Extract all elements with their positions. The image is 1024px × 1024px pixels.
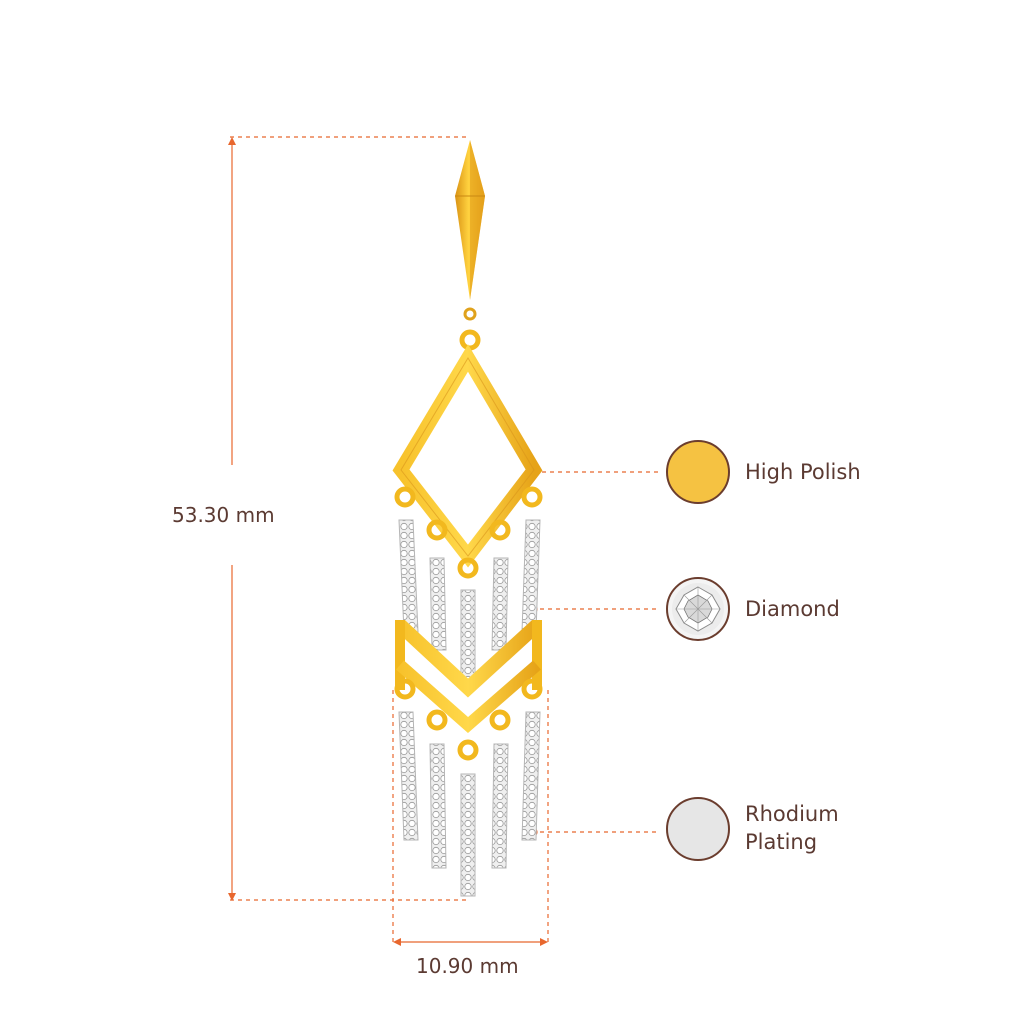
- upper-rings: [394, 486, 543, 579]
- lower-diamond-bars: [398, 711, 541, 897]
- upper-diamond-bars: [398, 519, 541, 689]
- high-polish-label: High Polish: [745, 460, 861, 484]
- height-dimension-label: 53.30 mm: [172, 503, 275, 527]
- upper-frame: [392, 344, 543, 568]
- width-dimension-label: 10.90 mm: [416, 954, 519, 978]
- callout-leaders: [540, 471, 660, 833]
- width-dimension-line: [392, 690, 549, 946]
- high-polish-swatch: [666, 440, 730, 504]
- diamond-label: Diamond: [745, 597, 840, 621]
- spike-top: [455, 140, 485, 351]
- diamond-icon: [672, 583, 724, 635]
- rhodium-plating-label-line2: Plating: [745, 830, 818, 854]
- height-dimension-line: [228, 136, 470, 901]
- diamond-swatch: [666, 577, 730, 641]
- lower-rings: [394, 678, 543, 761]
- rhodium-plating-swatch: [666, 797, 730, 861]
- middle-chevron: [395, 619, 542, 733]
- rhodium-plating-label-line1: Rhodium: [745, 802, 839, 826]
- rhodium-plating-label: Rhodium Plating: [745, 800, 839, 856]
